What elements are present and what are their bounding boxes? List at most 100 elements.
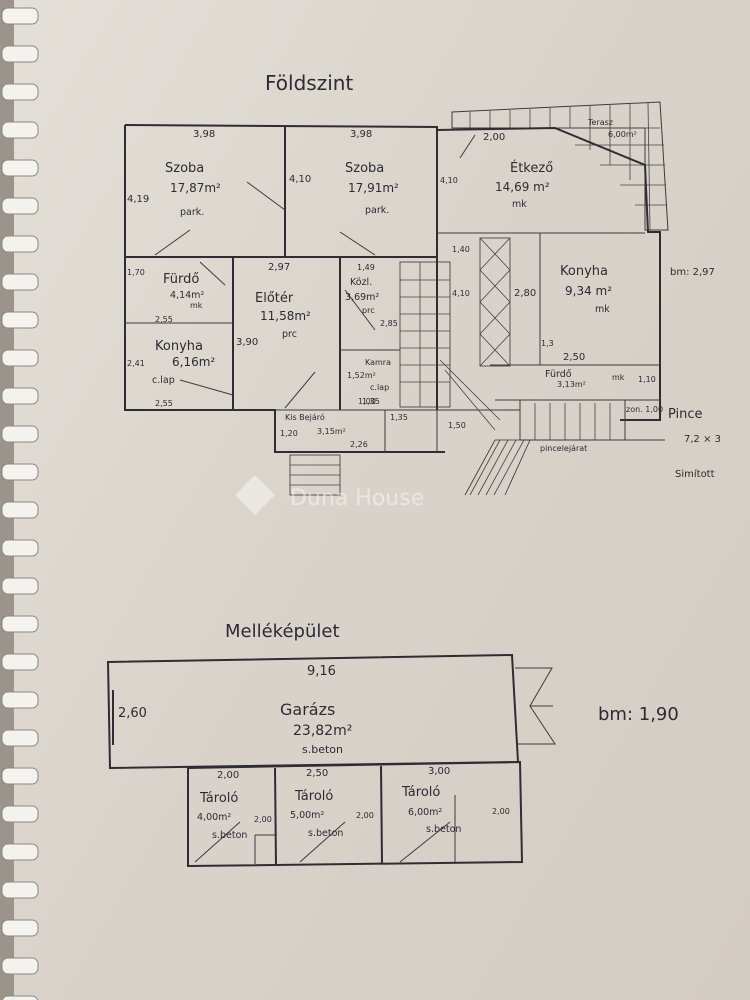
svg-text:prc: prc [282,329,297,340]
svg-text:4,10: 4,10 [440,176,458,185]
room-furdo-1: 1,70 Fürdő 4,14m² mk 2,55 [127,268,204,324]
svg-text:1,10: 1,10 [638,375,656,384]
room-kamra: Kamra 1,52m² c.lap 1,35 [347,358,391,406]
outbuilding-title: Melléképület [225,621,340,642]
binding-ring [1,197,39,215]
terrace-area: 6,00m² [608,130,637,139]
pince-dims: 7,2 × 3 [684,434,721,445]
storages [187,760,524,868]
room-szoba-2: 3,98 4,10 Szoba 17,91m² park. [289,129,399,216]
svg-text:14,69 m²: 14,69 m² [495,180,550,194]
binding-ring [1,615,39,633]
binding-ring [1,45,39,63]
svg-text:5,00m²: 5,00m² [290,810,324,821]
binding-ring [1,159,39,177]
svg-text:2,55: 2,55 [155,399,173,408]
svg-text:3,15m²: 3,15m² [317,427,346,436]
svg-text:23,82m²: 23,82m² [293,723,352,739]
svg-text:3,13m²: 3,13m² [557,380,586,389]
svg-text:9,34 m²: 9,34 m² [565,284,612,298]
svg-text:1,50: 1,50 [448,421,466,430]
svg-text:s.beton: s.beton [302,743,343,756]
svg-text:mk: mk [512,199,527,210]
svg-text:park.: park. [365,205,389,216]
svg-text:Konyha: Konyha [155,339,203,354]
svg-text:17,87m²: 17,87m² [170,181,221,195]
binding-ring [1,311,39,329]
svg-text:Fürdő: Fürdő [545,369,572,380]
binding-ring [1,957,39,975]
svg-text:6,00m²: 6,00m² [408,807,442,818]
storage-3: 3,00 Tároló 6,00m² 2,00 s.beton [401,766,510,835]
room-konyha-1: Konyha 9,34 m² mk 2,80 4,10 1,3 [452,264,612,348]
svg-text:2,00: 2,00 [254,815,272,824]
svg-text:1,49: 1,49 [357,263,375,272]
svg-text:1,40: 1,40 [452,245,470,254]
svg-text:1,20: 1,20 [280,429,298,438]
svg-text:4,14m²: 4,14m² [170,290,204,301]
svg-text:park.: park. [180,207,204,218]
svg-text:prc: prc [362,306,375,315]
svg-text:s.beton: s.beton [308,828,343,839]
svg-text:Kis Bejáró: Kis Bejáró [285,412,325,422]
ground-bm: bm: 2,97 [670,267,715,278]
svg-text:2,97: 2,97 [268,262,290,273]
binding-ring [1,539,39,557]
garage: 9,16 2,60 Garázs 23,82m² s.beton [106,653,556,770]
pince-label: Pince [668,407,703,422]
pince-note: Simított [675,468,715,480]
svg-text:1,70: 1,70 [127,268,145,277]
binding-ring [1,349,39,367]
stairs [289,237,611,496]
binding-ring [1,995,39,1000]
binding-ring [1,805,39,823]
svg-text:Szoba: Szoba [165,161,204,176]
door-swings [154,134,476,409]
svg-text:3,90: 3,90 [236,337,258,348]
spiral-binding [0,0,39,1000]
svg-text:2,85: 2,85 [380,319,398,328]
svg-text:c.lap: c.lap [152,375,175,386]
svg-text:6,16m²: 6,16m² [172,355,215,369]
room-furdo-2: 2,50 Fürdő 3,13m² mk 1,10 [545,352,656,389]
svg-text:Előtér: Előtér [255,291,294,306]
svg-text:2,00: 2,00 [492,807,510,816]
svg-text:4,00m²: 4,00m² [197,812,231,823]
binding-ring [1,83,39,101]
svg-text:2,80: 2,80 [514,288,536,299]
svg-text:3,00: 3,00 [428,766,450,777]
terrace-label: Terasz [587,118,613,127]
watermark: Duna House [235,475,424,515]
svg-text:1,52m²: 1,52m² [347,371,376,380]
binding-ring [1,7,39,25]
svg-text:Fürdő: Fürdő [163,272,199,287]
svg-text:1,3: 1,3 [541,339,554,348]
svg-text:1,35: 1,35 [362,397,380,406]
svg-text:Étkező: Étkező [510,160,553,176]
binding-ring [1,691,39,709]
binding-ring [1,767,39,785]
binding-ring [1,919,39,937]
svg-text:Tároló: Tároló [401,785,440,800]
binding-ring [1,273,39,291]
svg-text:3,98: 3,98 [193,129,215,140]
floor-plan-title: Földszint [265,71,353,95]
svg-text:1,00: 1,00 [358,397,376,406]
svg-text:3,98: 3,98 [350,129,372,140]
binding-ring [1,843,39,861]
room-konyha-2: Konyha 6,16m² c.lap 2,41 2,55 [127,339,215,408]
terrace: Terasz 6,00m² [451,101,669,231]
svg-text:mk: mk [190,301,203,310]
binding-ring [1,653,39,671]
svg-text:2,55: 2,55 [155,315,173,324]
watermark-text: Duna House [290,486,424,511]
binding-ring [1,463,39,481]
svg-text:zon. 1,00: zon. 1,00 [626,405,663,414]
svg-text:Kamra: Kamra [365,358,391,367]
svg-text:mk: mk [612,373,625,382]
svg-text:s.beton: s.beton [212,830,247,841]
svg-text:Tároló: Tároló [294,789,333,804]
room-eloter: 2,97 Előtér 11,58m² prc 3,90 [236,262,311,348]
svg-text:c.lap: c.lap [370,383,389,392]
